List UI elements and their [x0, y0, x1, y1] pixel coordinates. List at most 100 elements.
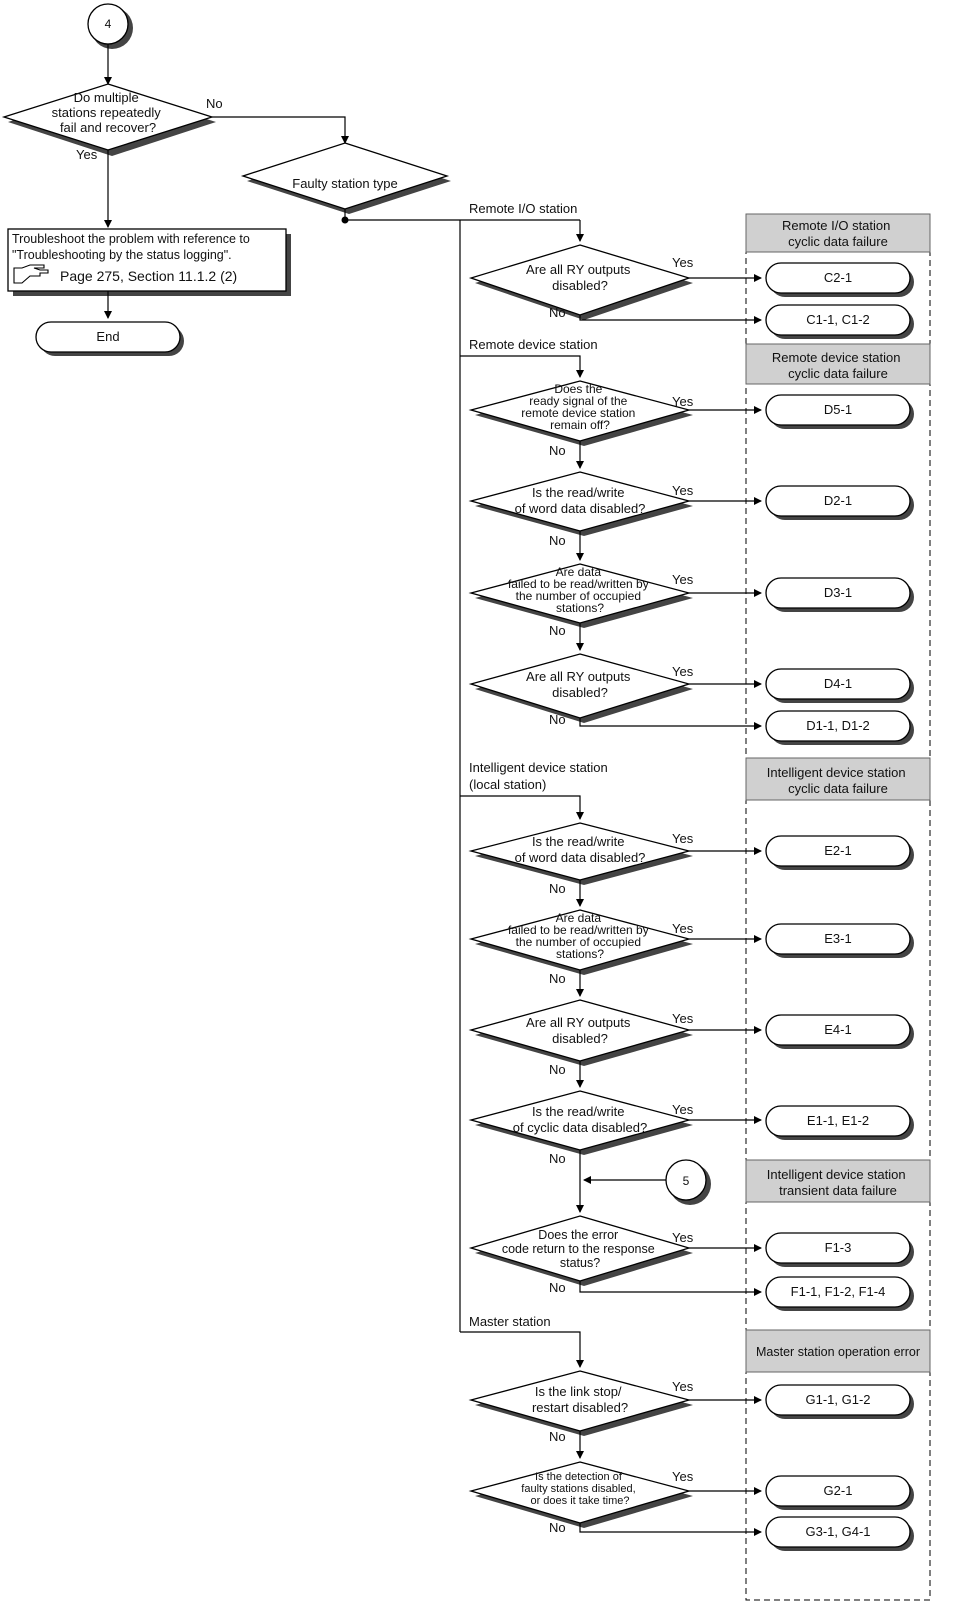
no-label: No	[549, 305, 566, 320]
category-remote-device: Remote device station cyclic data failur…	[745, 343, 931, 385]
result-g1: G1-1, G1-2	[765, 1384, 914, 1419]
svg-text:Does the error code retu: Does the error code return to the respon…	[502, 1228, 658, 1270]
decision-line: status?	[560, 1256, 600, 1270]
decision-line: Are all RY outputs	[526, 262, 631, 277]
decision-id-occupied: Are data failed to be read/written by th…	[468, 909, 693, 975]
decision-line: of word data disabled?	[515, 501, 646, 516]
connector-5: 5	[665, 1159, 711, 1205]
svg-text:Is the read/write of cyc: Is the read/write of cyclic data disable…	[513, 1104, 647, 1135]
connector-4: 4	[87, 3, 133, 49]
decision-line: code return to the response	[502, 1242, 655, 1256]
decision-line: Are data	[556, 911, 602, 925]
decision-multiple-stations: Do multiple stations repeatedly fail and…	[1, 83, 216, 156]
start-no-label: No	[206, 96, 223, 111]
category-master: Master station operation error	[745, 1329, 931, 1373]
decision-line: Does the	[554, 382, 602, 396]
branch-remote-device: Remote device station	[469, 337, 598, 352]
decision-line: Does the error	[538, 1228, 618, 1242]
decision-line: Is the link stop/	[535, 1384, 622, 1399]
no-label: No	[549, 971, 566, 986]
decision-rd-ry: Are all RY outputs disabled?	[468, 653, 693, 723]
decision-line: remote device station	[521, 406, 635, 420]
category-line: Master station operation error	[756, 1345, 920, 1359]
svg-text:Do multiple stations rep: Do multiple stations repeatedly fail and…	[52, 90, 165, 135]
troubleshoot-ref: Page 275, Section 11.1.2 (2)	[60, 268, 237, 284]
svg-text:Are data failed to be re: Are data failed to be read/written by th…	[508, 565, 652, 615]
result-label: C2-1	[824, 270, 852, 285]
svg-text:Remote I/O station cycli: Remote I/O station cyclic data failure	[782, 218, 894, 249]
svg-text:Are all RY outputs disab: Are all RY outputs disabled?	[526, 1015, 634, 1046]
yes-label: Yes	[672, 664, 694, 679]
category-line: Intelligent device station	[767, 765, 906, 780]
svg-text:Are all RY outputs disab: Are all RY outputs disabled?	[526, 669, 634, 700]
result-e4-1: E4-1	[765, 1014, 914, 1049]
result-label: E2-1	[824, 843, 851, 858]
decision-line: disabled?	[552, 685, 608, 700]
no-label: No	[549, 1429, 566, 1444]
troubleshoot-box: Troubleshoot the problem with reference …	[7, 228, 291, 296]
svg-text:Does the ready signal of: Does the ready signal of the remote devi…	[521, 382, 638, 432]
result-label: G2-1	[824, 1483, 853, 1498]
troubleshoot-line-1: Troubleshoot the problem with reference …	[12, 232, 250, 246]
category-remote-io: Remote I/O station cyclic data failure	[745, 213, 931, 253]
decision-faulty-station-type: Faulty station type	[240, 142, 451, 214]
decision-line: Is the read/write	[532, 1104, 625, 1119]
decision-line: fail and recover?	[60, 120, 156, 135]
decision-id-cyclic: Is the read/write of cyclic data disable…	[468, 1090, 693, 1155]
decision-line: disabled?	[552, 278, 608, 293]
category-line: Intelligent device station	[767, 1167, 906, 1182]
no-label: No	[549, 1062, 566, 1077]
result-c2-1: C2-1	[765, 262, 914, 297]
result-label: E4-1	[824, 1022, 851, 1037]
decision-line: of word data disabled?	[515, 850, 646, 865]
no-label: No	[549, 1151, 566, 1166]
category-intelligent-cyclic: Intelligent device station cyclic data f…	[745, 757, 931, 801]
result-label: G1-1, G1-2	[805, 1392, 870, 1407]
result-label: E3-1	[824, 931, 851, 946]
category-line: Remote device station	[772, 350, 901, 365]
yes-label: Yes	[672, 255, 694, 270]
svg-text:Intelligent device station: Intelligent device station transient dat…	[767, 1167, 909, 1198]
no-label: No	[549, 1520, 566, 1535]
decision-id-error-code: Does the error code return to the respon…	[468, 1215, 693, 1286]
yes-label: Yes	[672, 1230, 694, 1245]
yes-label: Yes	[672, 483, 694, 498]
decision-line: the number of occupied	[516, 935, 641, 949]
svg-text:Remote device station cy: Remote device station cyclic data failur…	[772, 350, 904, 381]
end-label: End	[96, 329, 119, 344]
pointing-hand-icon	[13, 264, 49, 284]
decision-line: restart disabled?	[532, 1400, 628, 1415]
result-label: D5-1	[824, 402, 852, 417]
decision-line: stations?	[556, 947, 604, 961]
yes-label: Yes	[672, 1379, 694, 1394]
yes-label: Yes	[672, 1469, 694, 1484]
decision-ms-link: Is the link stop/ restart disabled?	[468, 1370, 693, 1436]
no-label: No	[549, 443, 566, 458]
result-label: C1-1, C1-2	[806, 312, 870, 327]
result-f1-3: F1-3	[765, 1232, 914, 1267]
branch-master: Master station	[469, 1314, 551, 1329]
decision-line: disabled?	[552, 1031, 608, 1046]
category-line: Remote I/O station	[782, 218, 890, 233]
result-d1: D1-1, D1-2	[765, 710, 914, 745]
decision-id-word: Is the read/write of word data disabled?	[468, 822, 693, 885]
svg-text:Intelligent device station: Intelligent device station cyclic data f…	[767, 765, 909, 796]
result-e1: E1-1, E1-2	[765, 1105, 914, 1140]
decision-line: the number of occupied	[516, 589, 641, 603]
category-line: cyclic data failure	[788, 781, 888, 796]
yes-label: Yes	[672, 1011, 694, 1026]
result-c1: C1-1, C1-2	[765, 304, 914, 339]
result-g2-1: G2-1	[765, 1475, 914, 1510]
result-label: D4-1	[824, 676, 852, 691]
no-label: No	[549, 533, 566, 548]
category-line: cyclic data failure	[788, 234, 888, 249]
decision-id-ry: Are all RY outputs disabled?	[468, 999, 693, 1066]
decision-line: failed to be read/written by	[508, 923, 649, 937]
svg-text:Is the link stop/ restar: Is the link stop/ restart disabled?	[532, 1384, 628, 1415]
svg-text:Is the detection of faul: Is the detection of faulty stations disa…	[521, 1471, 638, 1507]
yes-label: Yes	[672, 394, 694, 409]
svg-text:Is the read/write of wor: Is the read/write of word data disabled?	[515, 485, 646, 516]
decision-line: Are all RY outputs	[526, 669, 631, 684]
result-label: D2-1	[824, 493, 852, 508]
